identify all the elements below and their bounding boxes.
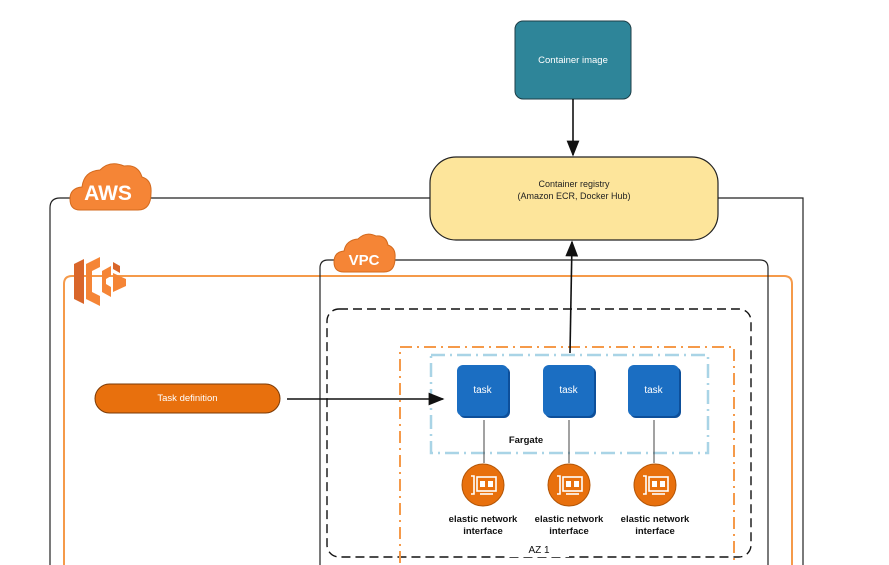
container-image-box <box>514 20 632 100</box>
vpc-boundary <box>319 259 769 565</box>
aws-badge-text: AWS <box>84 182 132 205</box>
task-box <box>628 365 681 418</box>
availability-zone-boundary <box>326 308 752 558</box>
aws-cloud-icon: AWS <box>69 163 152 211</box>
vpc-badge-text: VPC <box>349 252 380 269</box>
elastic-network-interface-icon <box>547 463 591 507</box>
task-box <box>543 365 596 418</box>
ecs-icon <box>74 257 126 306</box>
elastic-network-interface-icon <box>461 463 505 507</box>
eni-label: elastic network interface <box>620 514 690 537</box>
eni-label: elastic network interface <box>534 514 604 537</box>
aws-cloud-boundary <box>49 197 804 565</box>
subnet-boundary <box>399 346 735 565</box>
ecs-cluster-boundary <box>63 275 793 565</box>
task-definition-box <box>94 383 281 414</box>
task-to-registry-arrow <box>565 240 579 354</box>
container-registry-box <box>429 156 719 241</box>
fargate-label: Fargate <box>508 435 544 446</box>
elastic-network-interface-icon <box>633 463 677 507</box>
vpc-cloud-icon: VPC <box>333 233 396 273</box>
availability-zone-label: AZ 1 <box>509 545 569 557</box>
task-box <box>457 365 510 418</box>
eni-label: elastic network interface <box>448 514 518 537</box>
